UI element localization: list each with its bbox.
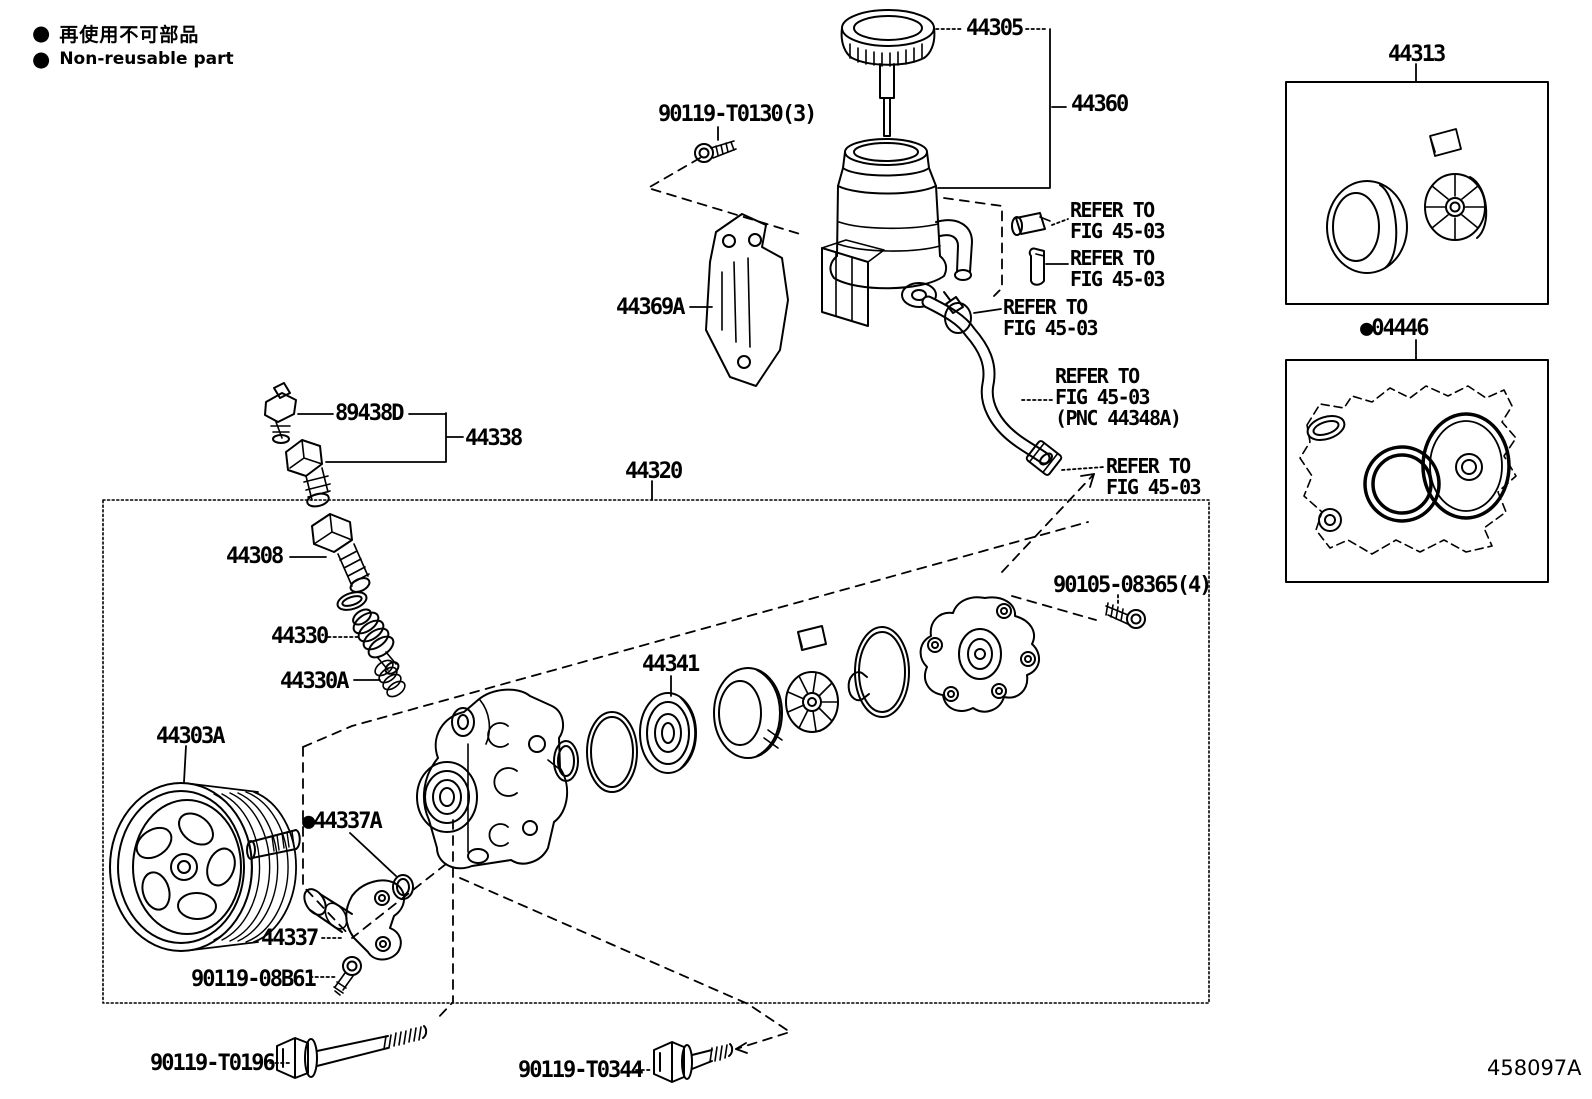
rear-cover-drawing [919, 596, 1040, 713]
refer-note-line: REFER TO [1003, 295, 1088, 319]
refer-note-line: FIG 45-03 [1055, 385, 1151, 409]
callout-44320[interactable]: 44320 [625, 459, 683, 484]
callout-90119-08B61[interactable]: 90119-08B61 [191, 967, 317, 992]
dash-arrowheads [735, 473, 1095, 1054]
callout-90119-T0344[interactable]: 90119-T0344 [518, 1058, 644, 1083]
bolt-90105-08365-drawing [1105, 602, 1146, 629]
leader-lines [183, 28, 1417, 1071]
rear-oring-large-drawing [854, 626, 910, 718]
union-fitting-drawing [1011, 212, 1051, 236]
pump-front-housing-drawing [416, 688, 569, 870]
hose-clamp-lower-drawing [1025, 440, 1063, 476]
body-oring-large-drawing [586, 711, 638, 793]
refer-note-2: REFER TO FIG 45-03 [1070, 246, 1166, 291]
cam-ring-drawing [713, 667, 783, 759]
legend-text-en: Non-reusable part [59, 49, 234, 69]
suction-hose-drawing [921, 295, 1053, 466]
reservoir-cap-drawing [840, 9, 936, 137]
refer-note-4: REFER TO FIG 45-03 (PNC 44348A) [1055, 364, 1182, 430]
gasket-kit-box-drawing [1285, 359, 1549, 583]
pump-bracket-drawing [705, 213, 789, 387]
callout-04446[interactable]: ●04446 [1360, 316, 1429, 341]
callout-90119-T0130[interactable]: 90119-T0130(3) [658, 102, 817, 127]
refer-note-line: REFER TO [1070, 246, 1155, 270]
callout-44360[interactable]: 44360 [1071, 92, 1129, 117]
pulley-drawing [109, 782, 301, 952]
group-box-44320 [102, 499, 1210, 1004]
callout-90119-T0196[interactable]: 90119-T0196 [150, 1051, 276, 1076]
callout-44337A[interactable]: ●44337A [302, 809, 383, 834]
refer-note-line: FIG 45-03 [1003, 316, 1099, 340]
refer-note-line: (PNC 44348A) [1055, 406, 1182, 430]
reservoir-tank-drawing [821, 138, 973, 327]
callout-44341[interactable]: 44341 [642, 652, 700, 677]
non-reusable-bullet-icon: ● [32, 20, 51, 45]
bolt-90119-T0344-drawing [653, 1041, 734, 1083]
vane-drawing [797, 625, 827, 651]
rotor-drawing [785, 671, 839, 733]
callout-90105-08365[interactable]: 90105-08365(4) [1053, 573, 1212, 598]
bolt-90119-T0130-drawing [694, 140, 737, 163]
callout-44308[interactable]: 44308 [226, 544, 284, 569]
bolt-90119-T0196-drawing [276, 1025, 428, 1079]
bolt-90119-08B61-drawing [333, 956, 362, 996]
callout-44369A[interactable]: 44369A [616, 295, 685, 320]
refer-note-5: REFER TO FIG 45-03 [1106, 454, 1202, 499]
callout-89438D[interactable]: 89438D [335, 401, 404, 426]
non-reusable-bullet-icon: ● [32, 46, 51, 71]
refer-note-line: REFER TO [1106, 454, 1191, 478]
construction-dashes [302, 157, 1097, 1050]
legend: ● 再使用不可部品 ● Non-reusable part [32, 20, 234, 72]
refer-note-line: REFER TO [1070, 198, 1155, 222]
callout-44338[interactable]: 44338 [465, 426, 523, 451]
union-bolt-44308-drawing [311, 513, 371, 611]
legend-text-jp: 再使用不可部品 [59, 23, 200, 46]
figure-code: 458097A [1487, 1056, 1582, 1080]
callout-44337[interactable]: 44337 [261, 926, 319, 951]
legend-row-jp: ● 再使用不可部品 [32, 20, 234, 46]
control-valve-drawing [352, 608, 400, 675]
legend-row-en: ● Non-reusable part [32, 46, 234, 72]
shaft-oring-small-drawing [553, 740, 579, 782]
pressure-switch-drawing [264, 382, 297, 444]
callout-44305[interactable]: 44305 [966, 16, 1024, 41]
cam-kit-box-drawing [1285, 81, 1549, 305]
callout-44313[interactable]: 44313 [1388, 42, 1446, 67]
union-44338-drawing [285, 439, 331, 508]
refer-note-line: FIG 45-03 [1106, 475, 1202, 499]
hose-clamp-upper-drawing [943, 291, 972, 334]
refer-note-line: FIG 45-03 [1070, 219, 1166, 243]
callout-44330[interactable]: 44330 [271, 624, 329, 649]
small-tube-drawing [1028, 247, 1045, 286]
refer-note-3: REFER TO FIG 45-03 [1003, 295, 1099, 340]
side-plate-44341-drawing [639, 692, 697, 774]
refer-note-1: REFER TO FIG 45-03 [1070, 198, 1166, 243]
callout-44303A[interactable]: 44303A [156, 724, 225, 749]
refer-note-line: FIG 45-03 [1070, 267, 1166, 291]
callout-44330A[interactable]: 44330A [280, 669, 349, 694]
refer-note-line: REFER TO [1055, 364, 1140, 388]
